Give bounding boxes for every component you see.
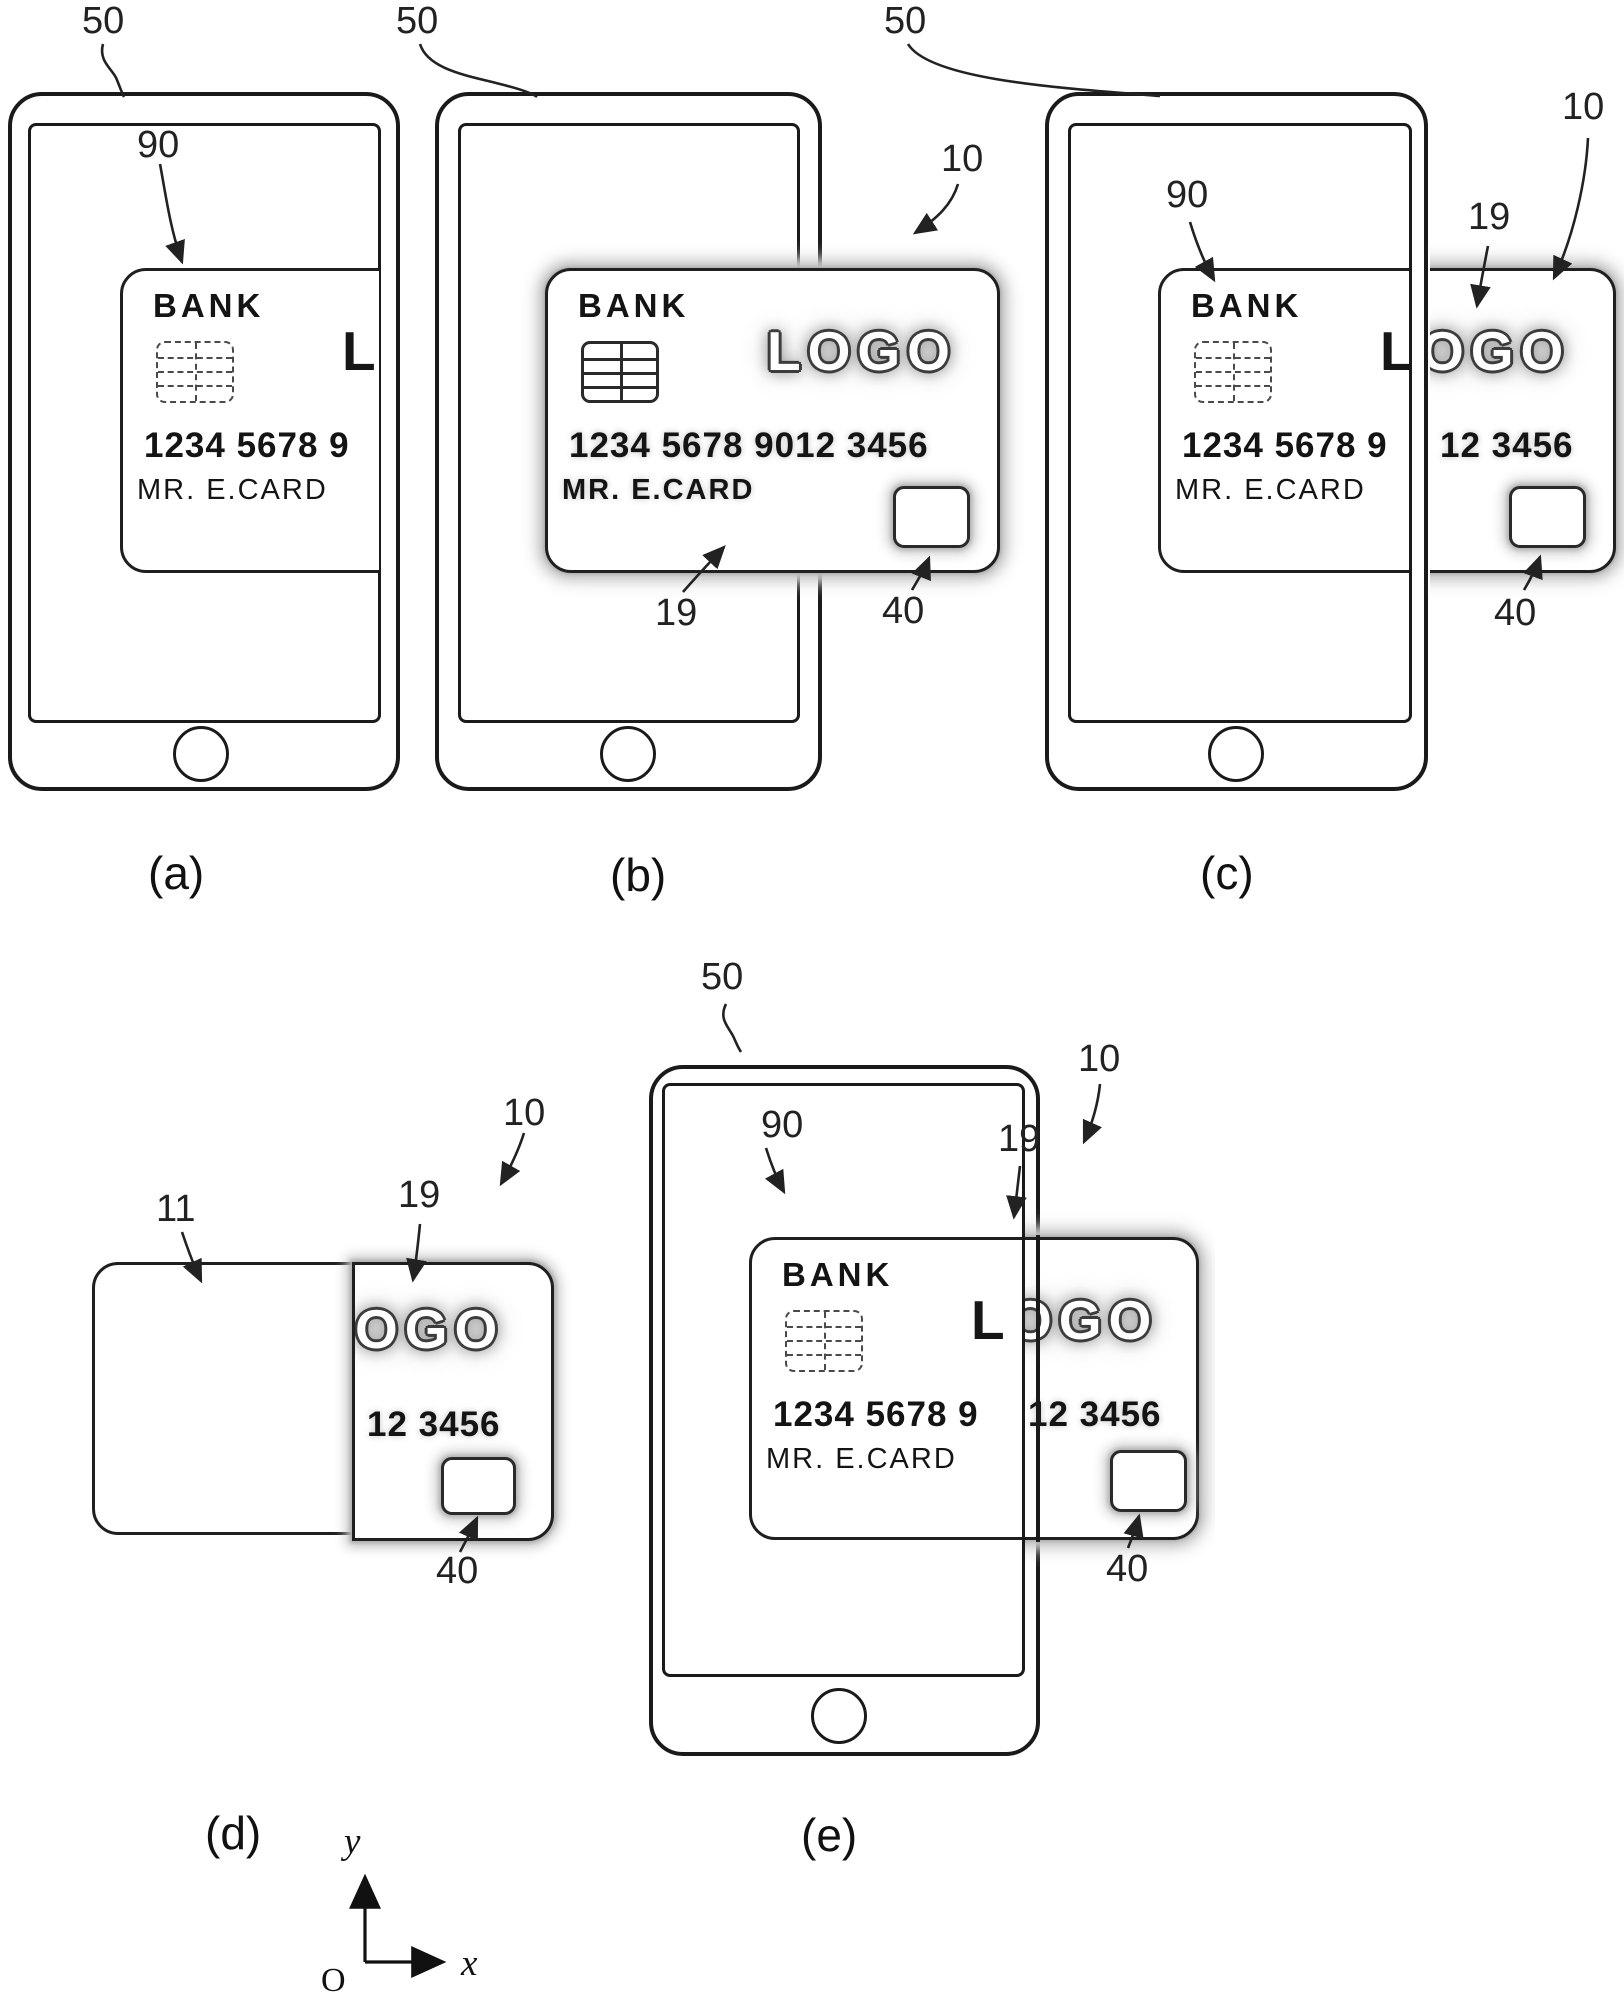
ref-label-10-c: 10 xyxy=(1562,86,1605,128)
ref-label-90-e: 90 xyxy=(761,1104,804,1146)
card-holder-name: MR. E.CARD xyxy=(562,474,755,506)
virtual-card-a: BANK L 1234 5678 9 MR. E.CARD xyxy=(120,268,379,573)
virtual-card-e-clip: BANK L 1234 5678 9 MR. E.CARD xyxy=(749,1237,1025,1542)
card-holder-name: MR. E.CARD xyxy=(766,1443,957,1475)
chip-icon xyxy=(1194,341,1272,403)
physical-card-c: OGO 12 3456 xyxy=(1430,268,1616,573)
axis-x-label: x xyxy=(461,1943,478,1984)
card-holder-name: MR. E.CARD xyxy=(137,474,328,506)
contactless-icon xyxy=(441,1457,516,1515)
physical-card-e: OGO 12 3456 xyxy=(1025,1237,1199,1540)
card-number: 1234 5678 9 xyxy=(144,426,350,465)
phone-e-home-button xyxy=(811,1688,867,1744)
phone-c-home-button xyxy=(1208,726,1264,782)
ref-label-19-b: 19 xyxy=(655,592,698,634)
logo-glow-partial: OGO xyxy=(1430,320,1571,382)
ref-label-50-b: 50 xyxy=(396,0,439,42)
leader-50-c xyxy=(906,43,1161,98)
ref-label-19-d: 19 xyxy=(398,1174,441,1216)
card-number-partial: 12 3456 xyxy=(1440,426,1574,465)
phone-a-home-button xyxy=(173,726,229,782)
ref-label-11-d: 11 xyxy=(156,1188,196,1230)
ref-label-10-e: 10 xyxy=(1078,1038,1121,1080)
ref-label-10-b: 10 xyxy=(941,138,984,180)
card-d: OGO 12 3456 xyxy=(92,1262,554,1541)
logo-letter-l: L xyxy=(1380,320,1412,382)
panel-label-e: (e) xyxy=(801,1809,858,1861)
contactless-icon xyxy=(893,486,970,548)
physical-card-c-clip: OGO 12 3456 xyxy=(1430,240,1624,600)
ref-label-40-d: 40 xyxy=(436,1550,479,1592)
ref-label-40-c: 40 xyxy=(1494,592,1537,634)
bank-label: BANK xyxy=(782,1256,894,1293)
ref-label-19-c: 19 xyxy=(1468,196,1511,238)
ref-label-10-d: 10 xyxy=(503,1092,546,1134)
phone-c-bezel-line xyxy=(1409,268,1412,573)
chip-icon xyxy=(581,341,659,403)
leader-50-b xyxy=(418,43,538,99)
card-number: 1234 5678 9012 3456 xyxy=(569,426,929,465)
leader-50-e xyxy=(722,1003,743,1053)
contactless-icon xyxy=(1509,486,1586,548)
leader-50-a xyxy=(100,43,126,98)
physical-card-b: BANK LOGO 1234 5678 9012 3456 MR. E.CARD xyxy=(545,268,1000,573)
logo-glow-partial: OGO xyxy=(1025,1289,1159,1351)
arrow-10-e xyxy=(1082,1083,1102,1145)
logo-letter-l: L xyxy=(971,1289,1012,1351)
contactless-icon xyxy=(1110,1450,1187,1512)
chip-icon xyxy=(156,341,234,403)
panel-label-d: (d) xyxy=(205,1807,262,1859)
virtual-card-c-clip: BANK L 1234 5678 9 MR. E.CARD xyxy=(1158,268,1412,573)
physical-card-e-clip: OGO 12 3456 xyxy=(1025,1207,1215,1567)
card-number: 1234 5678 9 xyxy=(773,1395,979,1434)
phone-e-bezel-line-inner xyxy=(1022,1235,1025,1542)
ref-label-19-e: 19 xyxy=(998,1118,1041,1160)
virtual-card-c: BANK L 1234 5678 9 MR. E.CARD xyxy=(1158,268,1412,573)
card-d-right-part: OGO 12 3456 xyxy=(352,1262,554,1541)
arrow-10-d xyxy=(499,1132,526,1187)
arrow-10-b xyxy=(912,183,960,235)
panel-label-c: (c) xyxy=(1200,847,1254,899)
card-number-partial: 12 3456 xyxy=(367,1405,501,1444)
card-number: 1234 5678 9 xyxy=(1182,426,1388,465)
ref-label-50-a: 50 xyxy=(82,0,125,42)
axis-y-label: y xyxy=(344,1821,361,1862)
bank-label: BANK xyxy=(153,287,265,324)
card-number-partial: 12 3456 xyxy=(1028,1395,1162,1434)
bank-label: BANK xyxy=(578,287,690,324)
ref-label-50-c: 50 xyxy=(884,0,927,42)
phone-e-bezel-line-outer xyxy=(1036,1235,1040,1542)
logo-glow: LOGO xyxy=(767,320,957,382)
ref-label-40-b: 40 xyxy=(882,590,925,632)
axis-origin-label: O xyxy=(321,1962,346,1999)
ref-label-90-a: 90 xyxy=(137,124,180,166)
ref-label-40-e: 40 xyxy=(1106,1548,1149,1590)
virtual-card-e: BANK L 1234 5678 9 MR. E.CARD xyxy=(749,1237,1025,1540)
ref-label-90-c: 90 xyxy=(1166,174,1209,216)
card-holder-name: MR. E.CARD xyxy=(1175,474,1366,506)
phone-b-home-button xyxy=(600,726,656,782)
chip-icon xyxy=(785,1310,863,1372)
bank-label: BANK xyxy=(1191,287,1303,324)
panel-label-b: (b) xyxy=(610,849,667,901)
panel-label-a: (a) xyxy=(148,847,205,899)
virtual-card-a-clip: BANK L 1234 5678 9 MR. E.CARD xyxy=(120,268,379,573)
logo-glow-partial: OGO xyxy=(355,1298,505,1360)
logo-letter-l: L xyxy=(342,320,379,382)
ref-label-50-e: 50 xyxy=(701,956,744,998)
